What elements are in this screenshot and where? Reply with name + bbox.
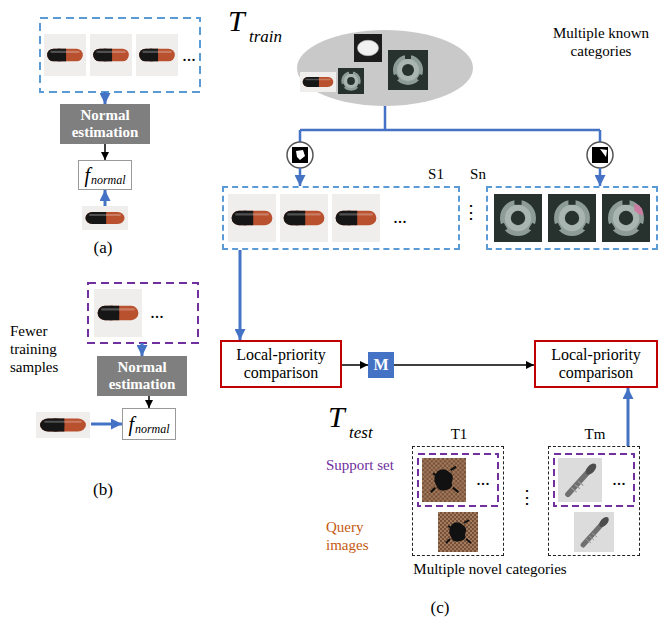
mask-icon (296, 150, 305, 160)
pill-image (354, 34, 382, 62)
function-subscript: normal (91, 174, 126, 186)
box-label: Local-priority comparison (225, 346, 337, 383)
capsule-image (300, 65, 336, 98)
panel-label: (a) (88, 238, 118, 258)
task-box: T1 (412, 446, 504, 556)
capsule-image (332, 194, 380, 242)
screw-image (558, 458, 602, 502)
nut-image (388, 50, 428, 90)
capsule-image (44, 34, 86, 76)
support-set (554, 454, 634, 506)
model-label: M (373, 356, 388, 374)
connector-arrow (394, 364, 534, 366)
support-set (418, 454, 498, 506)
process-box: Normal estimation (97, 356, 187, 396)
panel-background (4, 4, 205, 233)
row-label: Support set (326, 456, 396, 474)
tree-line (300, 106, 600, 142)
panel-background (4, 266, 205, 475)
task-label: T1 (441, 425, 477, 443)
connector-arrow (104, 144, 106, 160)
mask-icon (592, 147, 608, 163)
image-row (40, 18, 200, 92)
capsule-image (94, 289, 142, 337)
mask-icon (287, 142, 313, 168)
connector-arrow (342, 364, 368, 366)
set-label: S1 (420, 165, 452, 183)
process-box: Local-priority comparison (220, 340, 342, 388)
flow-arrow (599, 168, 602, 186)
panel-note: Multiple novel categories (400, 560, 580, 578)
ellipsis: ... (148, 303, 166, 321)
panel-note: Multiple known categories (545, 24, 657, 60)
nut-image (494, 194, 542, 242)
flow-arrow (299, 168, 302, 186)
function-box: fnormal (78, 160, 132, 190)
model-box: M (368, 352, 394, 378)
nut-image (602, 194, 650, 242)
set-subscript: train (249, 28, 282, 47)
capsule-image (228, 194, 276, 242)
flow-arrow (91, 423, 122, 426)
ellipsis: ... (391, 208, 409, 226)
box-label: Normal estimation (64, 107, 146, 142)
row-label: Query images (326, 518, 396, 554)
carpet-image (438, 512, 478, 552)
function-subscript: normal (135, 423, 170, 435)
panel-label: (b) (88, 480, 118, 500)
set-subscript: test (349, 424, 373, 443)
panel: (a)Normal estimationfnormal (3, 3, 205, 233)
box-label: Local-priority comparison (539, 346, 653, 383)
mask-icon (292, 147, 308, 163)
panel-background (219, 4, 662, 330)
capsule-image (136, 34, 178, 76)
flow-arrow (141, 343, 144, 356)
ellipsis: ... (474, 470, 492, 488)
ellipsis: ⋮ (518, 488, 530, 506)
task-box: Tm (548, 446, 640, 556)
mask-icon (587, 142, 613, 168)
connector-arrow (148, 396, 150, 408)
process-box: Normal estimation (60, 104, 150, 144)
capsule-image (36, 403, 90, 446)
process-box: Local-priority comparison (534, 340, 658, 388)
screw-image (574, 512, 614, 552)
ellipsis: ... (610, 470, 628, 488)
panel: TtrainMultiple known categoriesS1Sn (218, 3, 662, 330)
ellipsis: ⋮ (462, 203, 474, 221)
nut-image (548, 194, 596, 242)
task-label: Tm (577, 425, 613, 443)
connector-arrow (627, 388, 630, 446)
flow-arrow (104, 190, 107, 206)
function-box: fnormal (122, 408, 176, 440)
set-label: Sn (462, 165, 494, 183)
sample-set: S1 (222, 186, 460, 250)
ellipsis: ... (180, 46, 198, 64)
carpet-image (422, 458, 466, 502)
image-row (88, 283, 198, 343)
nut-image (338, 68, 364, 94)
function-symbol: f (128, 414, 134, 434)
panel-note: Fewer training samples (10, 322, 88, 376)
panel: Fewer training samples(b)Normal estimati… (3, 265, 205, 475)
capsule-image (90, 34, 132, 76)
sample-set: Sn (486, 186, 658, 250)
connector-arrow (239, 250, 242, 340)
box-label: Normal estimation (101, 359, 183, 394)
set-symbol: T (328, 400, 345, 433)
panel-background (319, 401, 662, 590)
function-symbol: f (84, 165, 90, 185)
panel-label: (c) (425, 598, 455, 618)
mask-icon (600, 149, 607, 157)
panel: TtestMultiple novel categoriesT1Tm (318, 400, 662, 590)
capsule-image (280, 194, 328, 242)
flow-arrow (104, 92, 107, 104)
category-cloud (297, 30, 473, 106)
set-symbol: T (228, 4, 245, 37)
